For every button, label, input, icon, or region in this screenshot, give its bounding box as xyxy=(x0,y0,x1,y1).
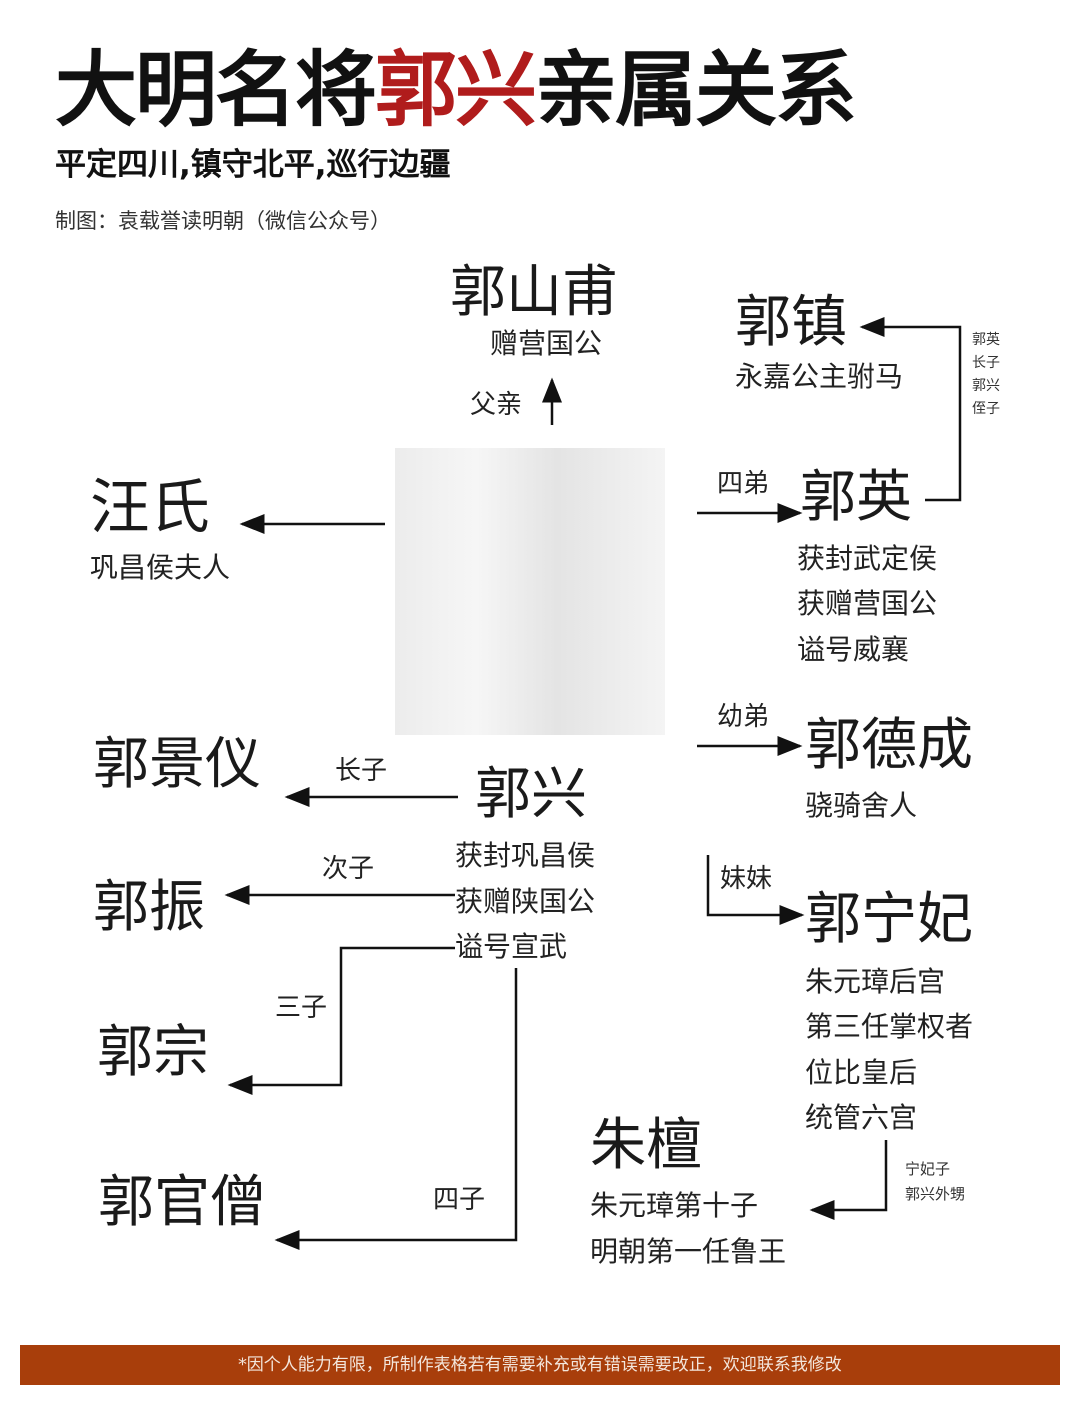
son3-relation: 三子 xyxy=(275,993,328,1023)
brother4-detail: 谥号威襄 xyxy=(797,633,910,666)
brother4-name: 郭英 xyxy=(800,465,912,530)
sister-detail: 朱元璋后宫 xyxy=(805,965,946,998)
wife-detail: 巩昌侯夫人 xyxy=(90,551,231,584)
father-relation: 父亲 xyxy=(470,390,523,420)
center-detail: 获赠陕国公 xyxy=(455,885,596,918)
zhu-tan-name: 朱檀 xyxy=(590,1113,702,1178)
wife-name: 汪氏 xyxy=(90,473,210,543)
brother-young-relation: 幼弟 xyxy=(717,702,770,732)
subtitle: 平定四川,镇守北平,巡行边疆 xyxy=(55,147,451,183)
center-detail: 谥号宣武 xyxy=(455,930,568,963)
footer-disclaimer: *因个人能力有限，所制作表格若有需要补充或有错误需要改正，欢迎联系我修改 xyxy=(20,1345,1060,1385)
father-name: 郭山甫 xyxy=(450,260,618,325)
nephew-detail: 永嘉公主驸马 xyxy=(735,360,904,393)
son2-name: 郭振 xyxy=(93,875,205,940)
son1-name: 郭景仪 xyxy=(93,732,261,797)
zhu-tan-detail: 朱元璋第十子 xyxy=(590,1189,759,1222)
arrow-nephew-zhu xyxy=(809,1140,888,1220)
son2-relation: 次子 xyxy=(322,854,375,884)
son4-name: 郭官僧 xyxy=(98,1170,266,1235)
credit: 制图：袁载誉读明朝（微信公众号） xyxy=(55,209,391,233)
sister-detail: 位比皇后 xyxy=(805,1056,918,1089)
zhu-tan-detail: 明朝第一任鲁王 xyxy=(590,1235,787,1268)
arrow-nephew xyxy=(859,317,962,502)
nephew-name: 郭镇 xyxy=(735,290,847,355)
son3-name: 郭宗 xyxy=(97,1020,209,1085)
son1-relation: 长子 xyxy=(335,756,388,786)
sister-detail: 第三任掌权者 xyxy=(805,1010,974,1043)
center-detail: 获封巩昌侯 xyxy=(455,839,596,872)
brother-young-detail: 骁骑舍人 xyxy=(805,789,918,822)
nephew-note: 郭英长子郭兴侄子 xyxy=(972,332,1000,417)
arrow-sister xyxy=(706,855,805,925)
arrow-son3 xyxy=(227,946,455,1095)
son4-relation: 四子 xyxy=(433,1185,486,1215)
guo-xing-portrait xyxy=(395,448,665,735)
title-name: 郭兴 xyxy=(375,43,537,138)
sister-relation: 妹妹 xyxy=(720,864,773,894)
center-name: 郭兴 xyxy=(475,762,587,827)
arrow-son4 xyxy=(274,968,518,1250)
brother4-detail: 获封武定侯 xyxy=(797,542,938,575)
brother-young-name: 郭德成 xyxy=(805,713,973,778)
brother4-detail: 获赠营国公 xyxy=(797,587,938,620)
page-title: 大明名将郭兴亲属关系 xyxy=(55,50,857,132)
sister-name: 郭宁妃 xyxy=(805,887,973,952)
zhu-tan-note: 宁妃子郭兴外甥 xyxy=(905,1160,966,1203)
father-detail: 赠营国公 xyxy=(490,327,603,360)
brother4-relation: 四弟 xyxy=(717,469,770,499)
title-prefix: 大明名将 xyxy=(55,43,377,138)
title-suffix: 亲属关系 xyxy=(535,43,857,138)
sister-detail: 统管六宫 xyxy=(805,1101,918,1134)
